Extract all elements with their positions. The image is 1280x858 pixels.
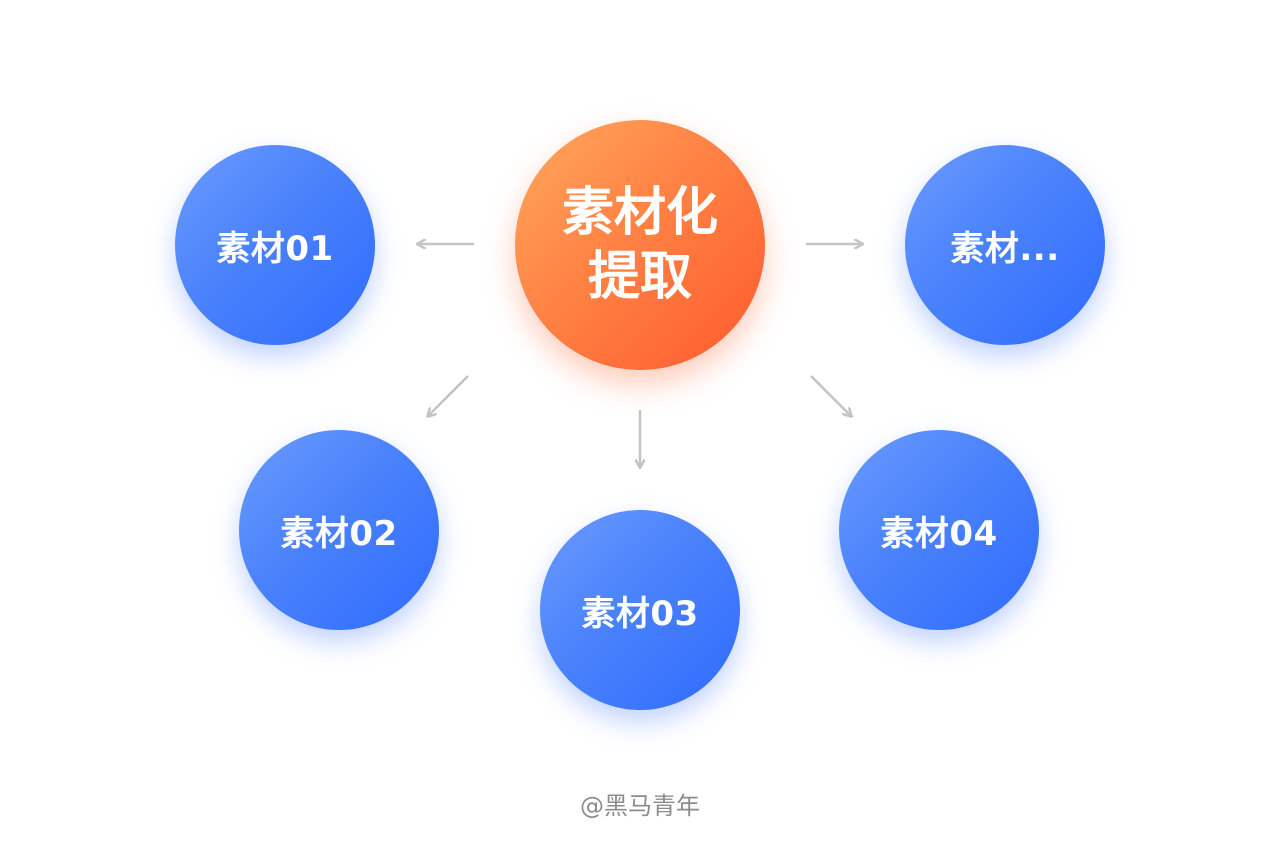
center-node: 素材化 提取 — [515, 120, 765, 370]
node-04: 素材04 — [839, 430, 1039, 630]
node-03: 素材03 — [540, 510, 740, 710]
node-02: 素材02 — [239, 430, 439, 630]
arrow-to-node-04 — [810, 375, 851, 416]
node-01: 素材01 — [175, 145, 375, 345]
node-04-label: 素材04 — [880, 513, 998, 554]
node-more: 素材... — [905, 145, 1105, 345]
center-node-line-1: 素材化 — [561, 183, 718, 243]
center-node-line-2: 提取 — [587, 247, 692, 307]
node-01-label: 素材01 — [216, 228, 334, 269]
node-02-label: 素材02 — [280, 513, 398, 554]
node-03-label: 素材03 — [581, 593, 699, 634]
arrow-to-node-02 — [428, 375, 469, 416]
credit-watermark: @黑马青年 — [580, 792, 700, 820]
node-more-label: 素材... — [950, 228, 1060, 269]
